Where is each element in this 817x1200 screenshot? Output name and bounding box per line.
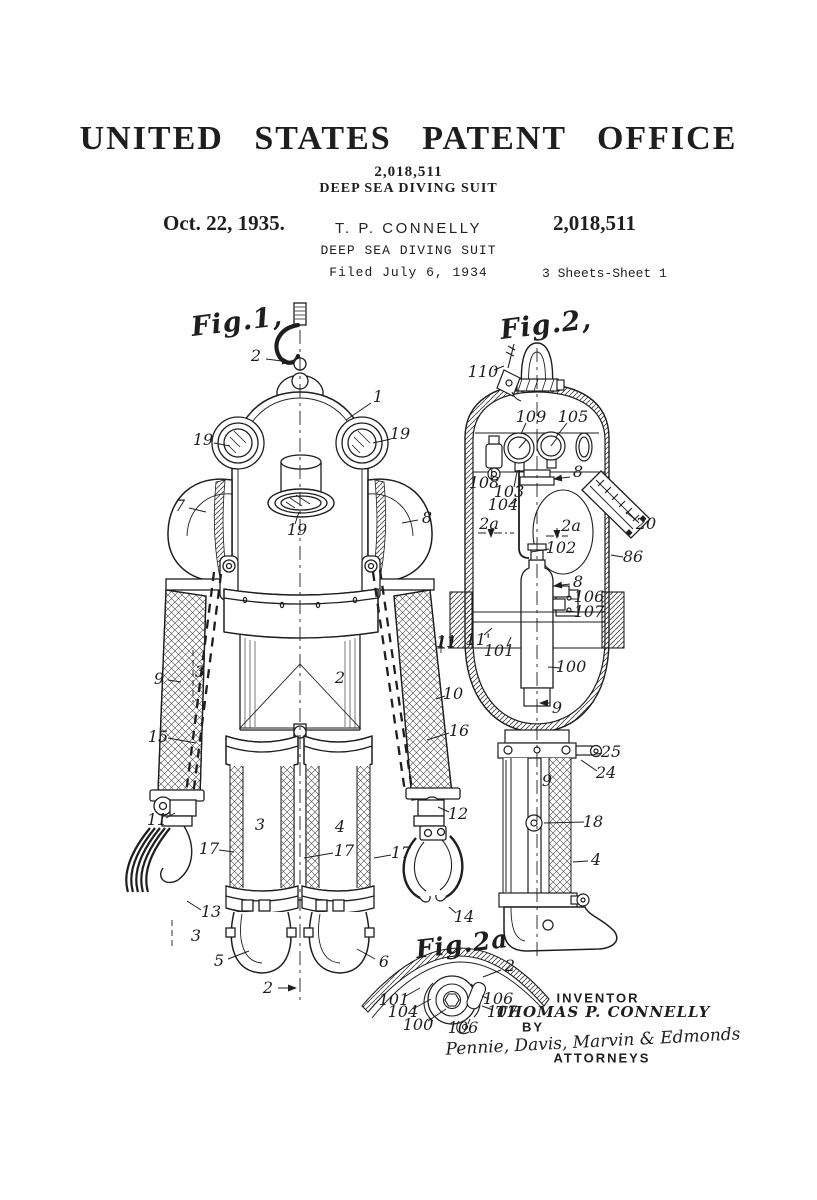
ref-numeral-2: 2 [250,346,262,365]
ref-numeral-11: 11 [146,810,168,829]
ref-numeral-19: 19 [286,520,308,539]
ref-numeral-19: 19 [389,424,411,443]
ref-numeral-19: 19 [192,430,214,449]
ref-numeral-17: 17 [390,843,412,862]
figure-1-drawing [125,302,464,974]
ref-numeral-25: 25 [600,742,622,761]
ref-numeral-4: 4 [590,850,602,869]
inventor-name: THOMAS P. CONNELLY [495,1003,711,1021]
ref-numeral-86: 86 [622,547,644,566]
ref-numeral-106: 106 [573,587,605,606]
ref-numeral-14: 14 [453,907,475,926]
ref-numeral-11: 11 [436,633,458,652]
ref-numeral-8: 8 [421,508,433,527]
ref-numeral-9: 9 [551,698,563,717]
ref-numeral-108: 108 [468,473,500,492]
ref-numeral-8: 8 [572,462,584,481]
ref-numeral-3: 3 [254,815,266,834]
ref-numeral-101: 101 [378,990,410,1009]
patent-number: 2,018,511 [553,211,636,235]
ref-numeral-3: 3 [194,662,206,681]
patent-date: Oct. 22, 1935. [163,211,285,235]
ref-numeral-103: 103 [493,482,525,501]
figure-2-drawing [449,342,651,952]
patent-title-small: DEEP SEA DIVING SUIT [319,181,498,196]
ref-numeral-100: 100 [555,657,587,676]
ref-numeral-2a: 2a [561,516,581,535]
ref-numeral-11: 11 [435,632,457,651]
ref-numeral-1: 1 [372,387,384,406]
drawing-title: DEEP SEA DIVING SUIT [320,243,497,258]
centerlines [171,330,538,1005]
ref-numeral-13: 13 [200,902,222,921]
ref-numeral-109: 109 [515,407,547,426]
attorneys-label: ATTORNEYS [553,1050,651,1066]
ref-numeral-102: 102 [545,538,577,557]
ref-numeral-17: 17 [333,841,355,860]
ref-numeral-107: 107 [573,602,605,621]
by-label: BY [521,1019,545,1035]
ref-numeral-100: 100 [402,1015,434,1034]
figure-2a-drawing [361,947,550,1035]
inventor-name-header: T. P. CONNELLY [335,220,482,237]
ref-numeral-10: 10 [442,684,464,703]
ref-numeral-9: 9 [153,669,165,688]
ref-numeral-110: 110 [467,362,499,381]
ref-numeral-106: 106 [482,989,514,1008]
ref-numeral-3: 3 [190,926,202,945]
ref-numeral-101: 101 [483,641,515,660]
ref-numeral-8: 8 [572,572,584,591]
patent-office-title: UNITED STATES PATENT OFFICE [79,120,738,157]
ref-numeral-12: 12 [447,804,469,823]
ref-numeral-106: 106 [447,1018,479,1037]
ref-numeral-104: 104 [387,1002,419,1021]
sheet-line: 3 Sheets-Sheet 1 [542,266,667,281]
ref-numeral-104: 104 [487,495,519,514]
ref-numeral-16: 16 [448,721,470,740]
ref-numeral-24: 24 [595,763,617,782]
patent-number-small: 2,018,511 [374,164,443,180]
ref-numeral-4: 4 [334,817,346,836]
ref-numeral-2: 2 [334,668,346,687]
inventor-label: INVENTOR [556,990,640,1006]
ref-numeral-6: 6 [378,952,390,971]
ref-numeral-2: 2 [262,978,274,997]
ref-numeral-9: 9 [541,771,553,790]
ref-numeral-15: 15 [147,727,169,746]
ref-numeral-17: 17 [198,839,220,858]
ref-numeral-7: 7 [174,496,186,515]
ref-numeral-105: 105 [557,407,589,426]
ref-numeral-2: 2 [504,956,516,975]
ref-numeral-20: 20 [635,514,657,533]
ref-numeral-5: 5 [213,951,225,970]
ref-numeral-11': 11' [465,630,491,649]
filed-line: Filed July 6, 1934 [329,265,488,280]
ref-numeral-18: 18 [582,812,604,831]
ref-numeral-2a: 2a [479,514,499,533]
ref-numeral-107: 107 [486,1002,518,1021]
